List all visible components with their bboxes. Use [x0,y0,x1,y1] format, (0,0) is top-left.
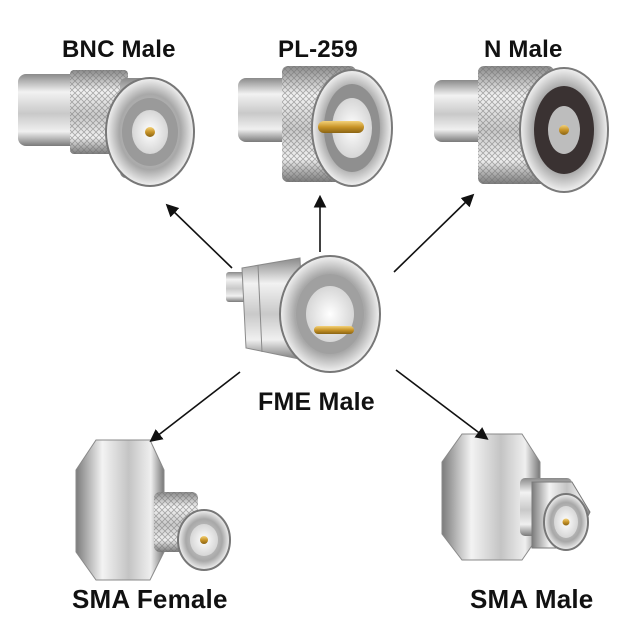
arrow-to-sma-male [395,369,489,440]
pl-259-connector [238,66,393,187]
n-male-label: N Male [484,36,563,63]
fme-male-label: FME Male [258,388,375,416]
bnc-male-connector [18,70,195,187]
bnc-male-label: BNC Male [62,36,176,63]
sma-female-label: SMA Female [72,584,228,614]
sma-female-connector [75,439,231,581]
arrow-to-n-male [393,193,475,273]
sma-male-label: SMA Male [470,584,594,614]
arrow-to-sma-female [149,371,241,442]
pl-259-label: PL-259 [278,36,358,63]
arrow-to-bnc [165,203,233,269]
sma-male-connector [441,433,591,561]
n-male-connector [434,66,609,193]
fme-male-connector [226,255,381,373]
